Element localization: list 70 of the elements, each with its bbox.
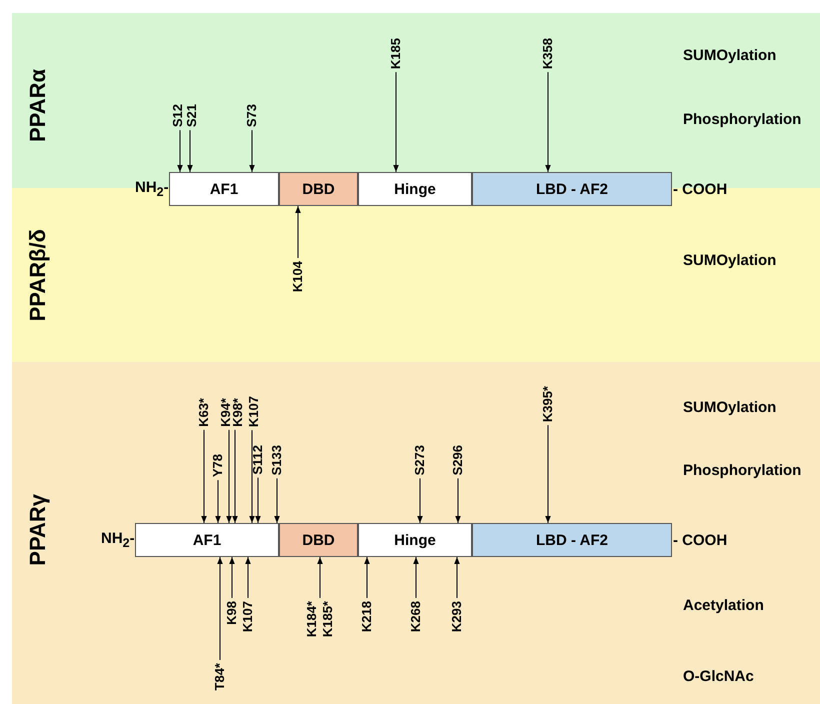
arrow [393, 72, 399, 172]
arrow [226, 429, 232, 524]
domain-segment: Hinge [358, 523, 472, 557]
modification-label: O-GlcNAc [683, 668, 754, 684]
arrow [217, 556, 223, 660]
arrow [201, 429, 207, 524]
arrow [215, 480, 221, 524]
terminus-label: NH$_{2}$- [135, 179, 169, 199]
isoform-band [12, 362, 820, 704]
domain-segment: DBD [279, 172, 358, 206]
site-label: S273 [413, 445, 427, 476]
arrow [249, 130, 255, 172]
domain-segment: Hinge [358, 172, 472, 206]
domain-segment: LBD - AF2 [472, 523, 672, 557]
terminus-label: NH$_{2}$- [101, 530, 135, 550]
arrow [545, 72, 551, 172]
site-label: K293 [450, 601, 464, 632]
domain-segment: DBD [279, 523, 358, 557]
site-label: T84* [213, 663, 227, 690]
site-label: K63* [197, 398, 211, 427]
site-label: K94* [219, 398, 233, 427]
arrow [177, 130, 183, 172]
domain-segment: AF1 [169, 172, 279, 206]
modification-label: Acetylation [683, 596, 764, 614]
site-label: S21 [185, 104, 199, 128]
arrow [187, 130, 193, 172]
arrow [274, 478, 280, 524]
modification-label: Phosphorylation [683, 110, 802, 128]
arrow [245, 556, 251, 598]
terminus-label: - COOH [673, 532, 728, 548]
modification-label: SUMOylation [683, 46, 776, 64]
arrow [232, 429, 238, 524]
site-label: K185* [321, 601, 335, 638]
arrow [455, 478, 461, 524]
arrow [295, 206, 301, 258]
isoform-title: PPARγ [25, 494, 51, 566]
site-label: Y78 [211, 454, 225, 478]
domain-segment: LBD - AF2 [472, 172, 672, 206]
isoform-title: PPARα [25, 68, 51, 142]
arrow [229, 556, 235, 598]
site-label: S133 [270, 445, 284, 476]
arrow [255, 477, 261, 524]
arrow [454, 556, 460, 598]
modification-label: Phosphorylation [683, 462, 802, 478]
arrow [364, 556, 370, 598]
terminus-label: - COOH [673, 180, 728, 198]
arrow [317, 556, 323, 598]
site-label: K98* [231, 398, 245, 427]
site-label: S12 [171, 104, 185, 128]
modification-label: SUMOylation [683, 252, 776, 268]
site-label: K395* [541, 386, 555, 422]
site-label: S73 [245, 104, 259, 128]
domain-segment: AF1 [135, 523, 279, 557]
site-label: S296 [451, 445, 465, 476]
site-label: K268 [409, 601, 423, 632]
isoform-title: PPARβ/δ [25, 229, 51, 322]
modification-label: SUMOylation [683, 398, 776, 416]
site-label: K185 [389, 38, 403, 70]
site-label: S112 [251, 445, 265, 475]
arrow [417, 478, 423, 524]
site-label: K107 [247, 396, 261, 428]
site-label: K218 [360, 601, 374, 632]
site-label: K107 [241, 601, 255, 632]
site-label: K104 [291, 261, 305, 292]
arrow [545, 424, 551, 524]
site-label: K184* [305, 601, 319, 638]
site-label: K98 [225, 601, 239, 625]
arrow [249, 430, 255, 524]
arrow [413, 556, 419, 598]
site-label: K358 [541, 38, 555, 70]
